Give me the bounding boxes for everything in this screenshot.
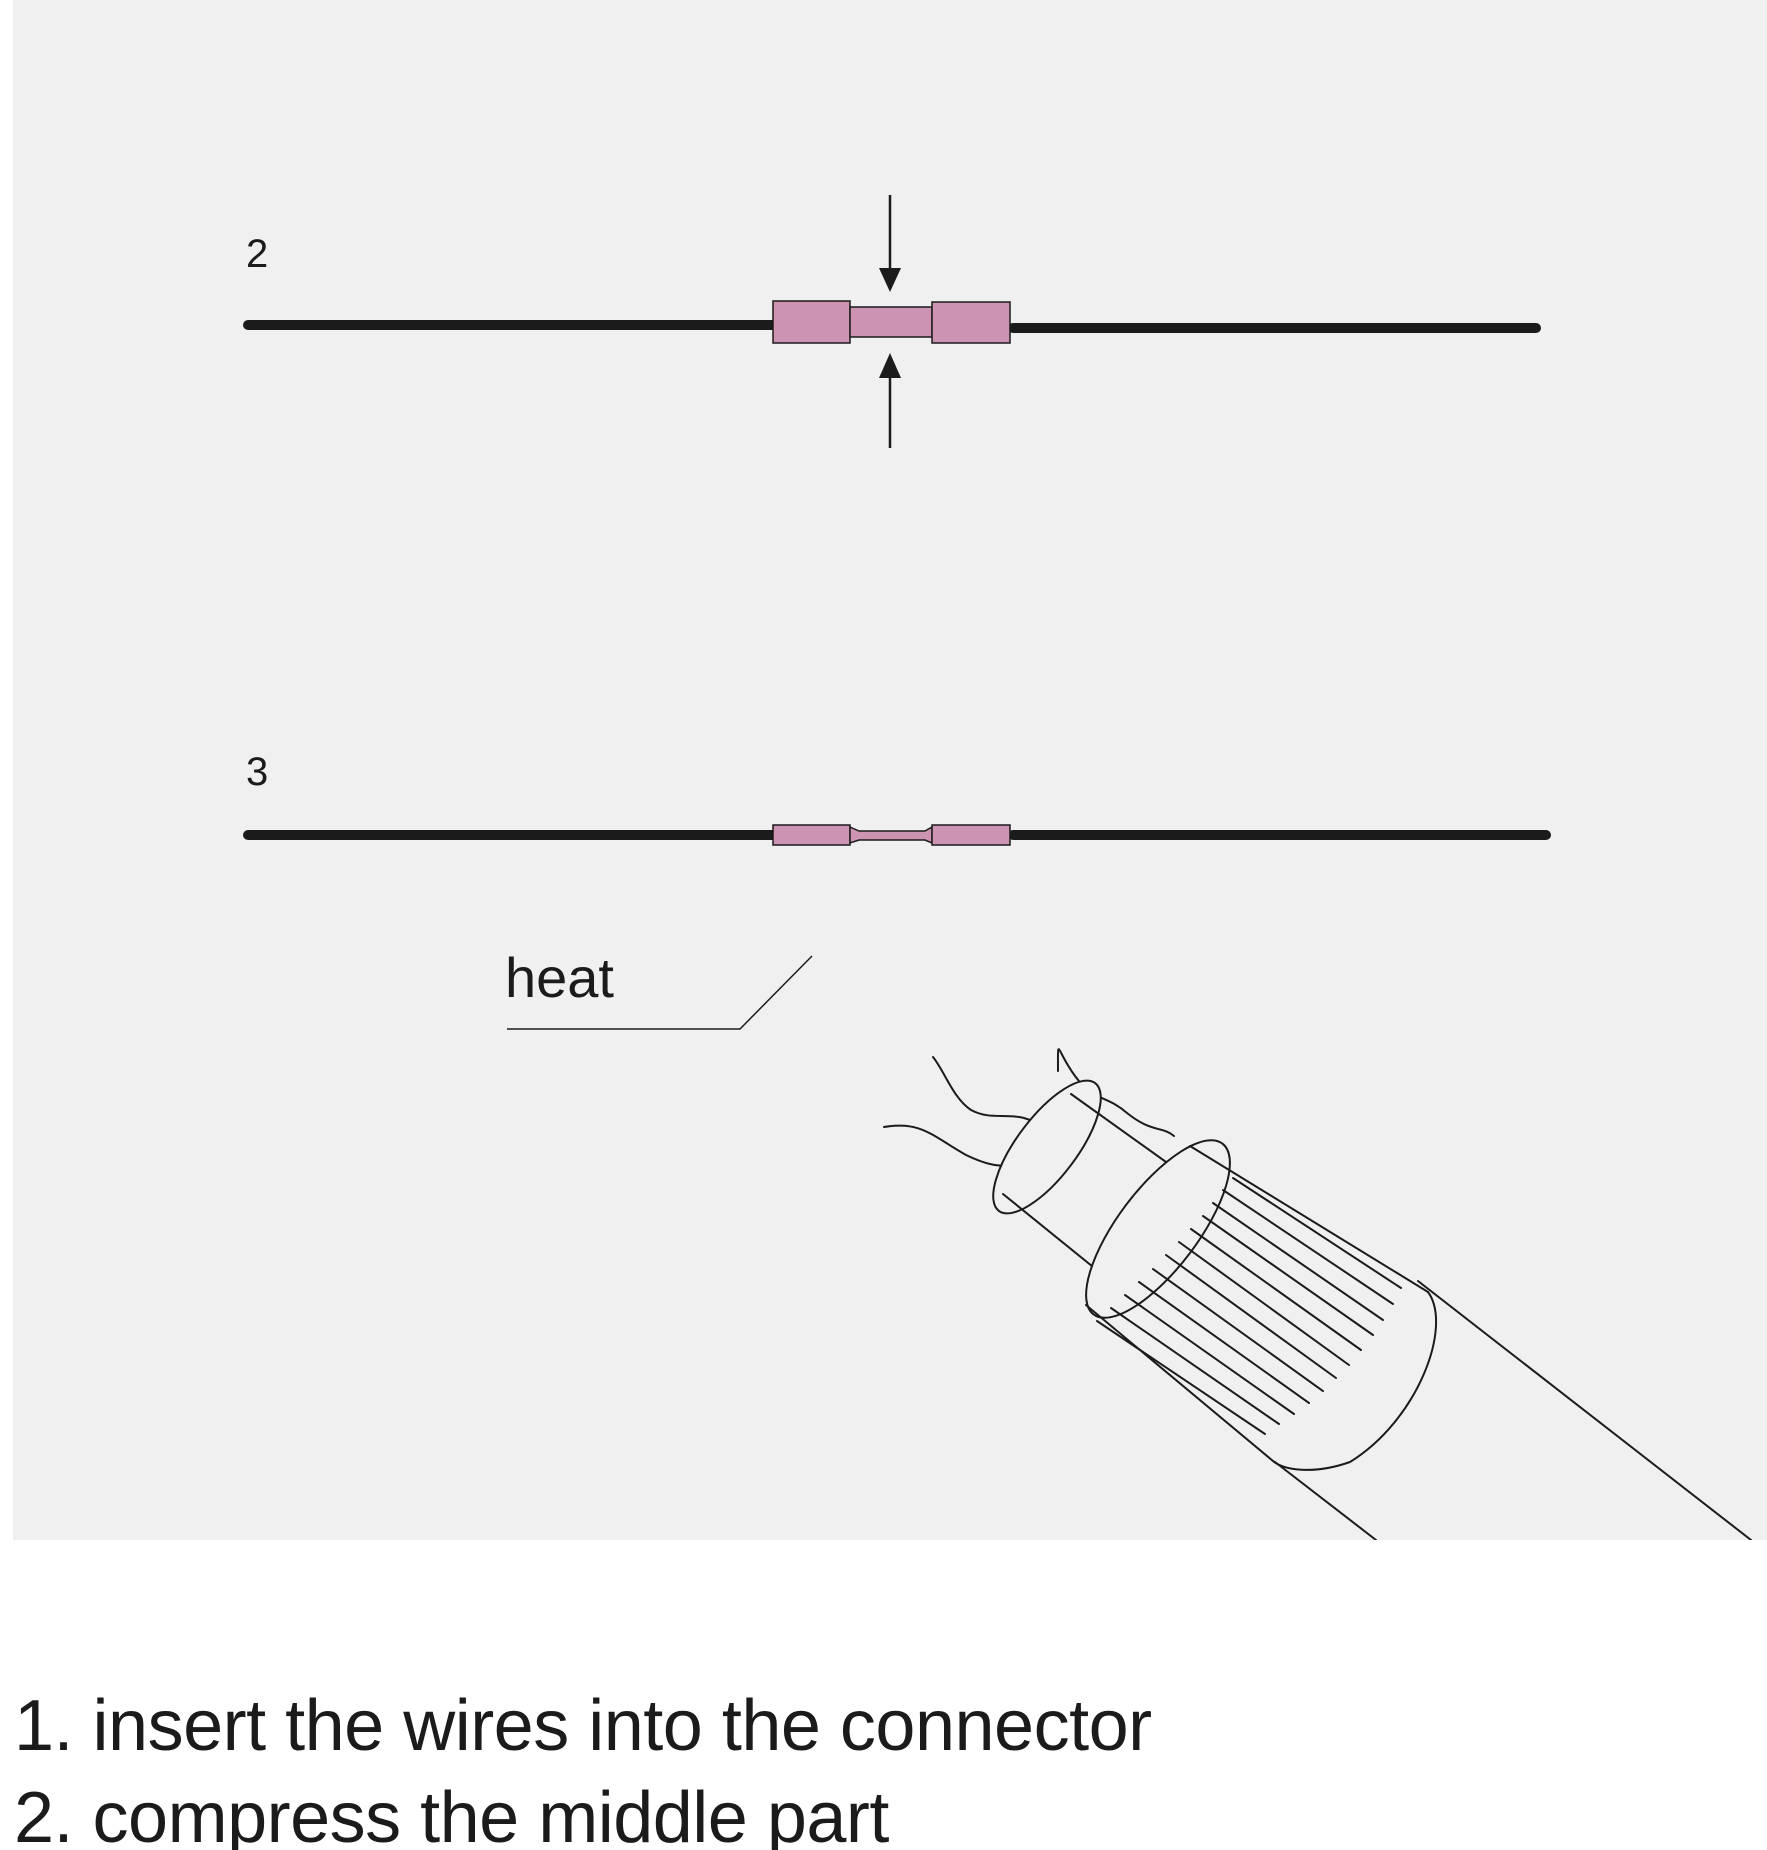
instruction-list: 1. insert the wires into the connector 2… (14, 1680, 1754, 1850)
compress-arrow-up (879, 353, 901, 448)
nozzle-opening (992, 1079, 1102, 1215)
connector-middle (849, 306, 933, 338)
connector-right-sleeve (931, 824, 1011, 846)
heat-gun-icon (883, 1048, 1752, 1540)
step-3-number: 3 (246, 750, 268, 794)
step-2-number: 2 (246, 232, 268, 276)
step-2: 2 (243, 195, 1541, 448)
diagram-canvas: 2 3 (13, 0, 1767, 1540)
connector-right-sleeve (931, 301, 1011, 344)
heat-wave (932, 1056, 1049, 1132)
connector-diagram: 2 3 (13, 0, 1767, 1540)
connector-compressed (772, 824, 1011, 846)
heat-label: heat (505, 946, 614, 1009)
heat-callout-line (507, 955, 813, 1030)
step-3: 3 heat (243, 750, 1551, 1030)
instruction-step-2: 2. compress the middle part (14, 1778, 889, 1850)
connector-left-sleeve (772, 824, 851, 846)
compress-arrow-down (879, 195, 901, 292)
connector-uncompressed (772, 300, 1011, 344)
collar-ring (1085, 1139, 1231, 1319)
instruction-step-1: 1. insert the wires into the connector (14, 1686, 1152, 1766)
connector-left-sleeve (772, 300, 851, 344)
